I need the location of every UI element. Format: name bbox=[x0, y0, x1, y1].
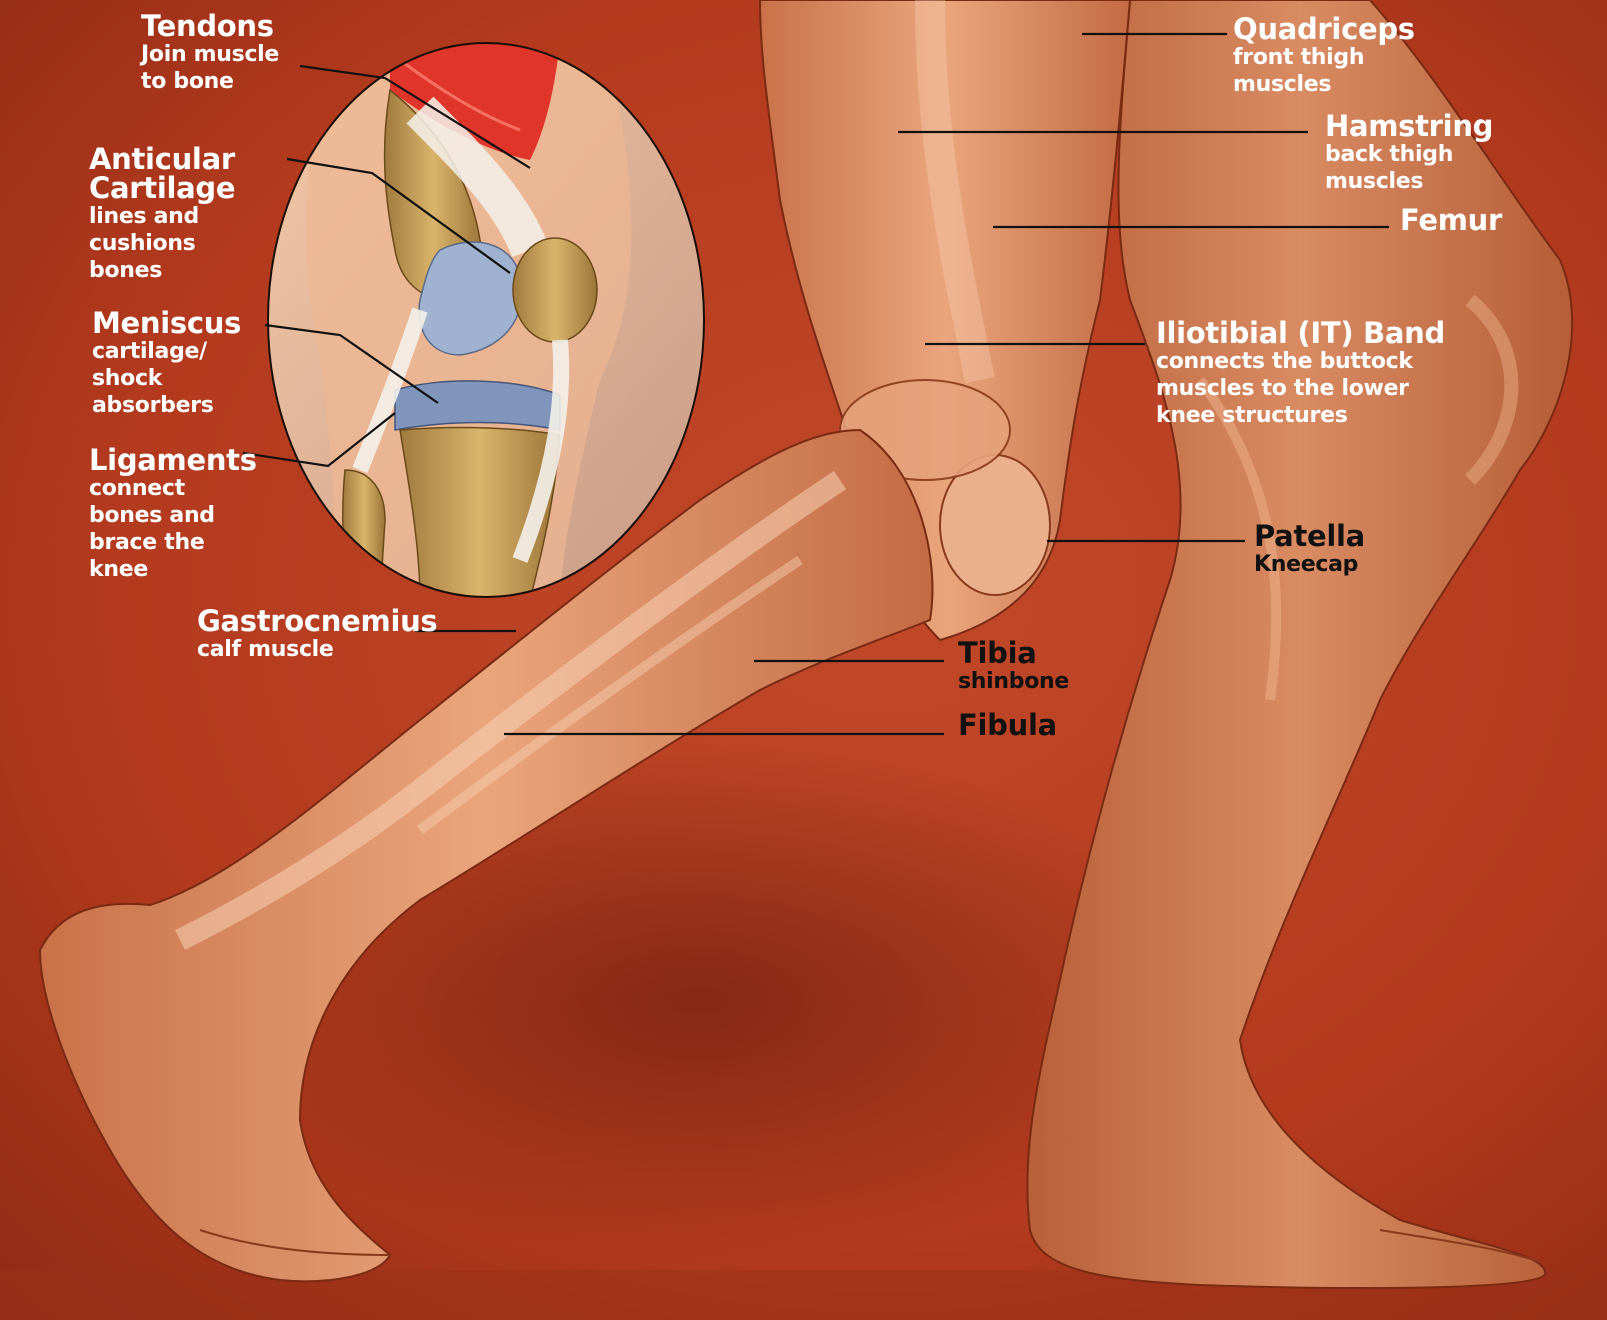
label-tibia: Tibia shinbone bbox=[958, 639, 1069, 695]
label-desc-line: connect bbox=[89, 475, 257, 502]
label-title: Hamstring bbox=[1325, 112, 1493, 141]
label-desc-line: Kneecap bbox=[1254, 551, 1365, 578]
label-title: Quadriceps bbox=[1233, 15, 1415, 44]
label-ligaments: Ligaments connect bones and brace the kn… bbox=[89, 446, 257, 583]
label-fibula: Fibula bbox=[958, 711, 1057, 740]
label-quadriceps: Quadriceps front thigh muscles bbox=[1233, 15, 1415, 98]
label-it-band: Iliotibial (IT) Band connects the buttoc… bbox=[1156, 319, 1445, 429]
label-desc-line: muscles bbox=[1233, 71, 1415, 98]
label-title: Tibia bbox=[958, 639, 1069, 668]
label-title: Cartilage bbox=[89, 174, 235, 203]
label-title: Tendons bbox=[141, 12, 279, 41]
label-desc-line: absorbers bbox=[92, 392, 241, 419]
label-title: Ligaments bbox=[89, 446, 257, 475]
label-tendons: Tendons Join muscle to bone bbox=[141, 12, 279, 95]
label-desc-line: connects the buttock bbox=[1156, 348, 1445, 375]
label-title: Iliotibial (IT) Band bbox=[1156, 319, 1445, 348]
label-desc-line: bones and bbox=[89, 502, 257, 529]
label-desc-line: Join muscle bbox=[141, 41, 279, 68]
label-desc-line: cartilage/ bbox=[92, 338, 241, 365]
label-title: Meniscus bbox=[92, 309, 241, 338]
label-title: Gastrocnemius bbox=[197, 607, 437, 636]
label-femur: Femur bbox=[1400, 206, 1502, 235]
label-desc-line: knee structures bbox=[1156, 402, 1445, 429]
label-desc-line: shinbone bbox=[958, 668, 1069, 695]
label-articular-cartilage: Anticular Cartilage lines and cushions b… bbox=[89, 145, 235, 284]
label-desc-line: knee bbox=[89, 556, 257, 583]
label-desc-line: front thigh bbox=[1233, 44, 1415, 71]
label-title: Fibula bbox=[958, 711, 1057, 740]
label-hamstring: Hamstring back thigh muscles bbox=[1325, 112, 1493, 195]
label-meniscus: Meniscus cartilage/ shock absorbers bbox=[92, 309, 241, 419]
label-title: Anticular bbox=[89, 145, 235, 174]
label-desc-line: calf muscle bbox=[197, 636, 437, 663]
label-title: Patella bbox=[1254, 522, 1365, 551]
label-title: Femur bbox=[1400, 206, 1502, 235]
label-patella: Patella Kneecap bbox=[1254, 522, 1365, 578]
label-desc-line: brace the bbox=[89, 529, 257, 556]
label-desc-line: bones bbox=[89, 257, 235, 284]
label-desc-line: shock bbox=[92, 365, 241, 392]
label-desc-line: cushions bbox=[89, 230, 235, 257]
label-desc-line: to bone bbox=[141, 68, 279, 95]
label-desc-line: muscles bbox=[1325, 168, 1493, 195]
label-gastrocnemius: Gastrocnemius calf muscle bbox=[197, 607, 437, 663]
label-desc-line: lines and bbox=[89, 203, 235, 230]
label-desc-line: back thigh bbox=[1325, 141, 1493, 168]
label-desc-line: muscles to the lower bbox=[1156, 375, 1445, 402]
